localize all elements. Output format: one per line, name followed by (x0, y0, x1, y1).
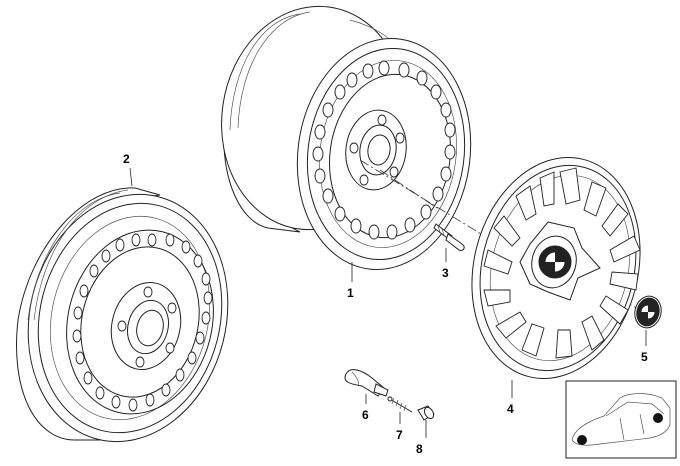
tire-valve (344, 369, 389, 397)
wheel-cover (471, 157, 641, 379)
callout-8: 8 (416, 442, 423, 456)
wheel-bolt (433, 223, 465, 251)
callout-6: 6 (362, 408, 369, 422)
valve-cap (417, 405, 435, 421)
callout-5: 5 (641, 350, 648, 364)
wheel-position-rear (653, 413, 663, 423)
vehicle-location-inset (565, 380, 677, 459)
steel-wheel-spare (16, 187, 229, 443)
callout-labels: 1 2 3 4 5 6 7 8 (123, 152, 648, 456)
callout-1: 1 (347, 286, 354, 300)
valve-core (387, 396, 413, 413)
wheel-cover-slots (483, 167, 641, 359)
callout-7: 7 (396, 428, 403, 442)
steel-wheel-main (221, 5, 472, 270)
roundel-emblem-on-cover (538, 245, 572, 279)
wheel-position-front (577, 435, 587, 445)
leader-lines (129, 167, 647, 438)
callout-2: 2 (123, 152, 130, 166)
callout-3: 3 (442, 266, 449, 280)
callout-4: 4 (507, 402, 514, 416)
wheel-vent-holes (72, 233, 213, 412)
roundel-emblem (634, 295, 662, 329)
wheel-vent-holes (312, 60, 456, 240)
